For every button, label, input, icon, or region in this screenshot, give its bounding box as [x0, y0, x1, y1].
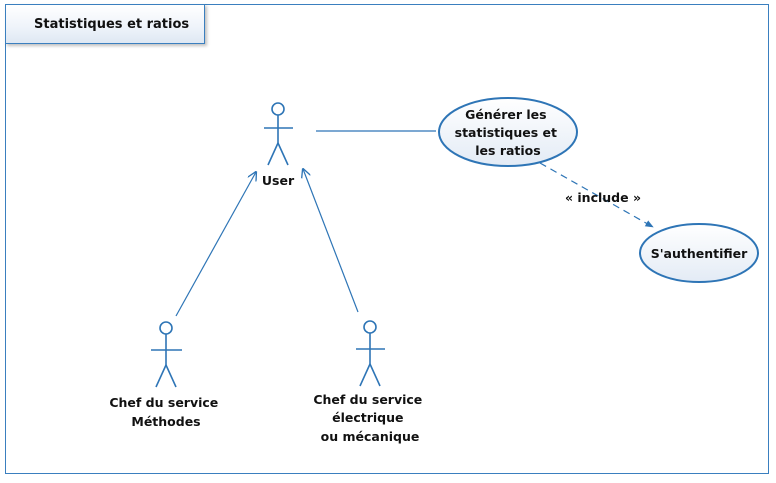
- use-case-generer-label: Générer les statistiques et les ratios: [455, 107, 562, 158]
- actor-chef-electrique-label: Chef du service électrique ou mécanique: [313, 392, 426, 444]
- use-case-authentifier-label: S'authentifier: [651, 246, 748, 261]
- diagram-title: Statistiques et ratios: [34, 16, 190, 32]
- actor-chef-methodes: [151, 321, 182, 388]
- use-case-authentifier: [639, 223, 759, 283]
- include-label: « include »: [565, 190, 641, 205]
- generalization-electrique-to-user: [303, 169, 359, 313]
- actor-chef-methodes-label: Chef du service Méthodes: [109, 395, 222, 429]
- generalization-methodes-to-user: [175, 172, 256, 317]
- diagram-title-tab: Statistiques et ratios: [5, 4, 205, 44]
- actor-chef-electrique: [356, 320, 385, 387]
- actor-user-label: User: [262, 173, 295, 188]
- actor-user: [264, 102, 293, 166]
- diagram-frame: [5, 4, 769, 474]
- use-case-generer: [438, 97, 578, 167]
- include-dependency: [539, 162, 654, 228]
